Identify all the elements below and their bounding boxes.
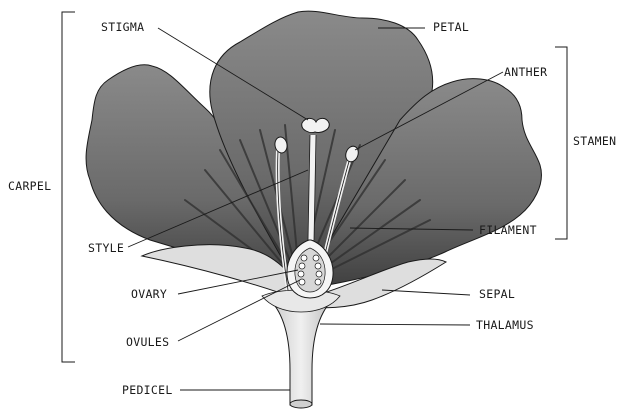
- label-ovules: OVULES: [126, 335, 169, 349]
- stigma: [302, 118, 330, 132]
- label-pedicel: PEDICEL: [122, 383, 173, 397]
- label-thalamus: THALAMUS: [476, 318, 534, 332]
- style: [311, 135, 313, 240]
- label-anther: ANTHER: [504, 65, 547, 79]
- label-ovary: OVARY: [131, 287, 167, 301]
- label-stamen: STAMEN: [573, 134, 616, 148]
- label-stigma: STIGMA: [101, 20, 144, 34]
- stamen-bracket: [555, 47, 567, 239]
- label-sepal: SEPAL: [479, 287, 515, 301]
- leader-sepal: [382, 290, 470, 295]
- label-filament: FILAMENT: [479, 223, 537, 237]
- leader-thalamus: [320, 324, 470, 325]
- pedicel-stem: [270, 300, 332, 405]
- carpel-bracket: [62, 12, 75, 362]
- label-style: STYLE: [88, 241, 124, 255]
- label-petal: PETAL: [433, 20, 469, 34]
- label-carpel: CARPEL: [8, 179, 51, 193]
